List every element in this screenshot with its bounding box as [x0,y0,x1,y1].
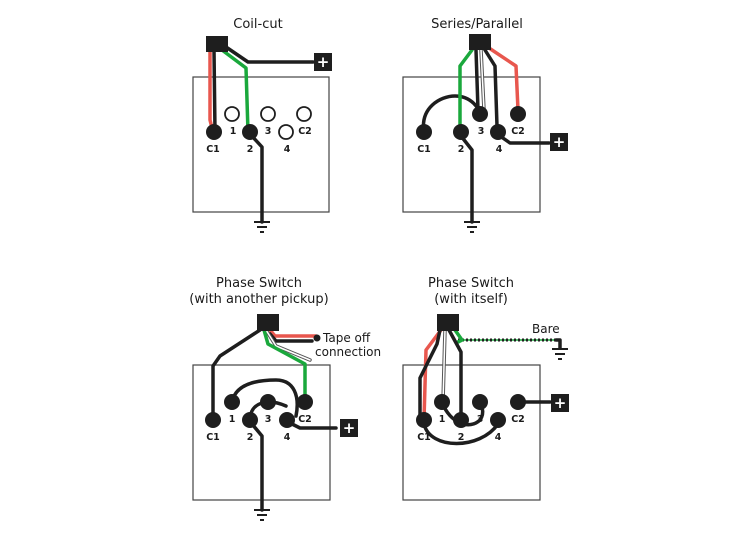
green-wire [220,48,250,134]
red-wire [268,328,318,338]
lug-3 [472,394,488,410]
lug-label-3: 3 [265,414,272,425]
ground-icon [464,221,480,233]
c1-wire [418,328,442,422]
pickup-connector [469,34,491,50]
lug-label-c1: C1 [206,144,220,155]
lug-3 [260,394,276,410]
plus-symbol: + [343,419,356,437]
lug-1 [434,394,450,410]
plus-terminal-icon [551,394,569,412]
lug-2 [453,124,469,140]
lug-label-1: 1 [229,414,236,425]
plus-symbol: + [317,53,330,71]
lug-label-c2: C2 [298,126,312,137]
lug-label-4: 4 [284,432,291,443]
tape-off-note-line2: connection [315,345,381,359]
lug-label-1: 1 [230,126,237,137]
plus-symbol: + [554,394,567,412]
green-wire [453,328,464,344]
black-wire [211,328,262,422]
red-wire [487,46,520,112]
lug-label-c1: C1 [417,432,431,443]
lug-label-2: 2 [458,144,465,155]
diagram-title: Series/Parallel [431,17,523,32]
lug-4 [278,124,294,140]
ground-wire [459,134,474,224]
lug-c2 [510,394,526,410]
lug-label-c1: C1 [206,432,220,443]
lug-label-3: 3 [265,126,272,137]
ground-icon [254,221,270,233]
lug-label-2: 2 [247,144,254,155]
lug-c2 [296,106,312,122]
black-wire [212,48,217,134]
green-wire [262,328,307,404]
lug-label-2: 2 [247,432,254,443]
red-wire [422,328,443,422]
plus-terminal-icon [550,133,568,151]
plus-terminal-icon [314,53,332,71]
diagram-title-line1: Phase Switch [216,276,302,291]
lug-4 [490,412,506,428]
bare-label: Bare [532,322,560,336]
lug-label-3: 3 [477,414,484,425]
lug-c1 [205,412,221,428]
tape-off-note-line1: Tape off [322,331,371,345]
lug-label-3: 3 [478,126,485,137]
lug-c1 [416,124,432,140]
lug-label-4: 4 [284,144,291,155]
hot-wire [224,45,315,64]
lug-label-c2: C2 [511,414,525,425]
lug-1 [224,394,240,410]
black-wire [447,328,463,422]
pickup-connector [437,314,459,331]
diagram-title-line2: (with itself) [434,292,508,307]
lug-2 [242,124,258,140]
diagram-series-parallel: Series/Parallel + C1 2 3 4 C2 [402,17,568,233]
jumper-wire-2 [422,422,500,446]
lug-1 [224,106,240,122]
diagram-phase-switch-another: Phase Switch (with another pickup) Tape … [189,276,381,521]
lug-4 [279,412,295,428]
diagram-title-line2: (with another pickup) [189,292,328,307]
diagram-title-line1: Phase Switch [428,276,514,291]
lug-label-c2: C2 [511,126,525,137]
plus-symbol: + [553,133,566,151]
lug-c2 [510,106,526,122]
jumper-wire-1 [230,378,299,418]
lug-3 [260,106,276,122]
lug-label-c2: C2 [298,414,312,425]
lug-c2 [297,394,313,410]
hot-wire [498,134,551,145]
plus-terminal-icon [340,419,358,437]
diagram-title: Coil-cut [233,17,282,32]
lug-label-2: 2 [458,432,465,443]
lug-3 [472,106,488,122]
diagram-phase-switch-itself: Phase Switch (with itself) Bare [402,276,569,501]
pickup-connector [206,36,228,52]
lug-c1 [416,412,432,428]
ground-icon [552,348,568,360]
lug-2 [242,412,258,428]
lug-2 [453,412,469,428]
lug-c1 [206,124,222,140]
diagram-coil-cut: Coil-cut + C1 1 2 3 4 C2 [192,17,332,233]
lug-label-c1: C1 [417,144,431,155]
lug-4 [490,124,506,140]
pickup-connector [257,314,279,331]
lug-label-4: 4 [495,432,502,443]
ground-icon [254,509,270,521]
green-wire [458,48,474,134]
black-wire-2 [483,48,499,128]
black-wire [474,48,480,112]
lug-label-4: 4 [496,144,503,155]
tape-off-dot [313,334,321,342]
ground-wire [250,422,264,512]
lug-label-1: 1 [439,414,446,425]
